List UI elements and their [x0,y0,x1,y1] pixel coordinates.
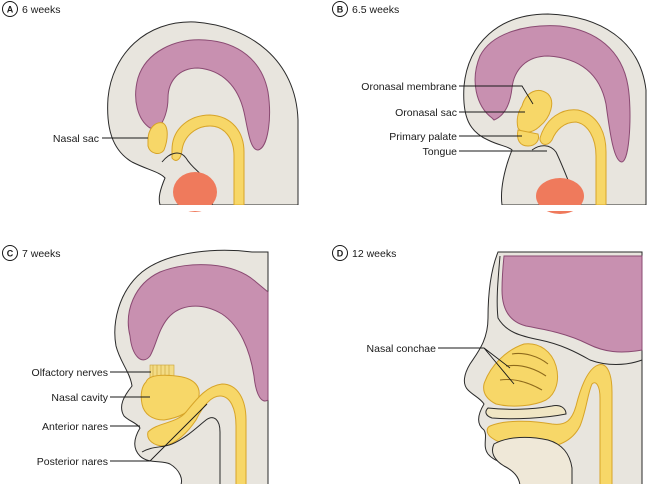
panel-c-letter: C [7,248,14,258]
panel-a-oral-tube [171,114,245,206]
panel-a-heart [173,172,217,212]
panel-b-oronasal-sac [516,90,553,133]
panel-d-letter: D [337,248,344,258]
panel-b-letter: B [337,4,344,14]
label-oronasal-membrane: Oronasal membrane [361,81,457,93]
panel-d: D 12 weeks Nasal conchae [332,245,650,487]
label-nasal-cavity: Nasal cavity [51,392,108,404]
panel-d-nasal-conchae [499,352,549,391]
panel-c-nerve-fibers [152,365,170,378]
panel-d-palate [485,405,567,420]
panel-a: A 6 weeks Nasal sac [2,1,310,212]
panel-b-oronasal-membrane-leader [459,85,534,105]
panel-d-title: 12 weeks [352,248,396,260]
panel-b-title: 6.5 weeks [352,4,399,16]
label-olfactory-nerves: Olfactory nerves [32,367,108,379]
panel-a-title: 6 weeks [22,4,61,16]
label-anterior-nares: Anterior nares [42,421,108,433]
panel-c-badge: C [2,245,18,261]
label-primary-palate: Primary palate [389,131,457,143]
panel-c-title: 7 weeks [22,248,61,260]
panel-d-brain [501,255,643,353]
panel-d-cranial-contour [496,255,643,365]
label-nasal-conchae: Nasal conchae [367,343,437,355]
label-posterior-nares: Posterior nares [37,456,108,468]
label-nasal-sac: Nasal sac [53,133,99,145]
panel-c-posterior-nares-leader [110,403,208,462]
panel-b-oral-tube [539,109,607,206]
panel-a-badge: A [2,1,18,17]
panel-b-brain [474,25,631,163]
panel-c-brain [127,264,269,402]
panel-b-primary-palate [517,129,539,147]
panel-c-tongue-outline [141,417,221,487]
panel-c: C 7 weeks Olfactory nerves Nasal cavity … [2,245,280,487]
panel-b-badge: B [332,1,348,17]
panel-a-brain [135,39,271,151]
panel-d-nasal-conchae-leader [438,347,515,385]
panel-b: B 6.5 weeks Oronasal membrane Oronasal s… [332,1,650,214]
panel-d-nasal-cavity [483,343,559,407]
label-tongue: Tongue [423,146,458,158]
panel-a-nasal-sac [147,122,168,154]
label-oronasal-sac: Oronasal sac [395,107,457,119]
panel-d-badge: D [332,245,348,261]
panel-d-tongue [491,436,573,487]
panel-a-letter: A [7,4,14,14]
